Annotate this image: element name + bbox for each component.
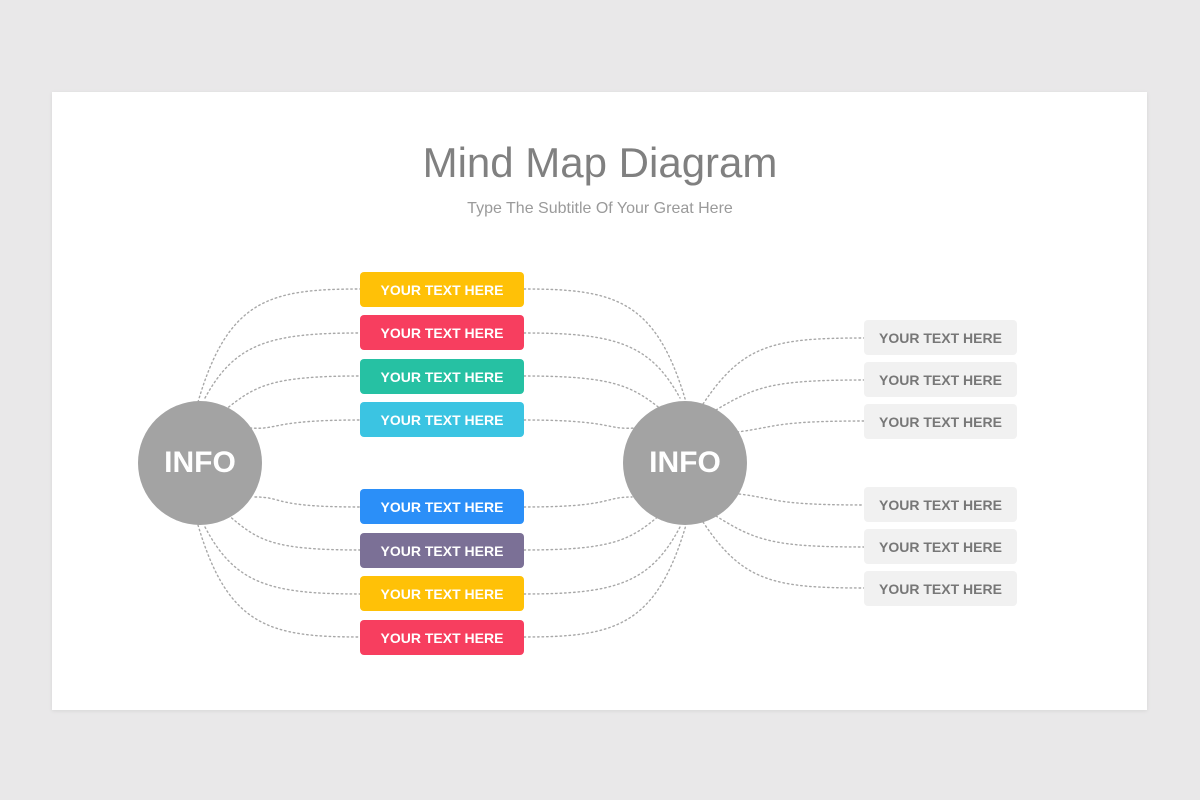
center-item-2: YOUR TEXT HERE (360, 315, 524, 350)
connector-left-6 (227, 514, 361, 551)
connector-left-4 (249, 419, 361, 429)
right-item-3: YOUR TEXT HERE (864, 404, 1017, 439)
connector-left-1 (197, 288, 361, 403)
connector-right-1 (702, 337, 865, 405)
connector-right-4 (738, 493, 865, 506)
connector-center-right-7 (523, 526, 681, 595)
connector-left-7 (204, 526, 361, 595)
connector-left-8 (197, 524, 361, 638)
page-title: Mind Map Diagram (422, 139, 778, 186)
connector-left-5 (254, 496, 361, 508)
page-subtitle: Type The Subtitle Of Your Great Here (467, 200, 733, 217)
right-item-4: YOUR TEXT HERE (864, 487, 1017, 522)
right-item-1: YOUR TEXT HERE (864, 320, 1017, 355)
center-item-8: YOUR TEXT HERE (360, 620, 524, 655)
connector-center-right-1 (523, 288, 687, 403)
center-item-4: YOUR TEXT HERE (360, 402, 524, 437)
connector-center-right-3 (523, 375, 663, 411)
connector-center-right-2 (523, 332, 681, 399)
connector-center-right-5 (523, 496, 633, 508)
connector-left-3 (224, 375, 361, 411)
hub-left-label: INFO (164, 446, 236, 479)
right-item-5: YOUR TEXT HERE (864, 529, 1017, 564)
connector-right-3 (736, 420, 865, 433)
connector-left-2 (204, 332, 361, 399)
hub-right: INFO (623, 401, 747, 525)
center-item-6: YOUR TEXT HERE (360, 533, 524, 568)
connector-right-5 (715, 515, 865, 548)
connector-right-6 (702, 521, 865, 589)
right-item-6: YOUR TEXT HERE (864, 571, 1017, 606)
connector-right-2 (715, 379, 865, 411)
hub-left: INFO (138, 401, 262, 525)
hub-right-label: INFO (649, 446, 721, 479)
connector-center-right-6 (523, 514, 661, 551)
connector-center-right-8 (523, 524, 687, 638)
center-item-7: YOUR TEXT HERE (360, 576, 524, 611)
center-item-3: YOUR TEXT HERE (360, 359, 524, 394)
right-item-2: YOUR TEXT HERE (864, 362, 1017, 397)
center-item-5: YOUR TEXT HERE (360, 489, 524, 524)
center-item-1: YOUR TEXT HERE (360, 272, 524, 307)
connector-center-right-4 (523, 419, 636, 429)
slide (52, 92, 1147, 710)
